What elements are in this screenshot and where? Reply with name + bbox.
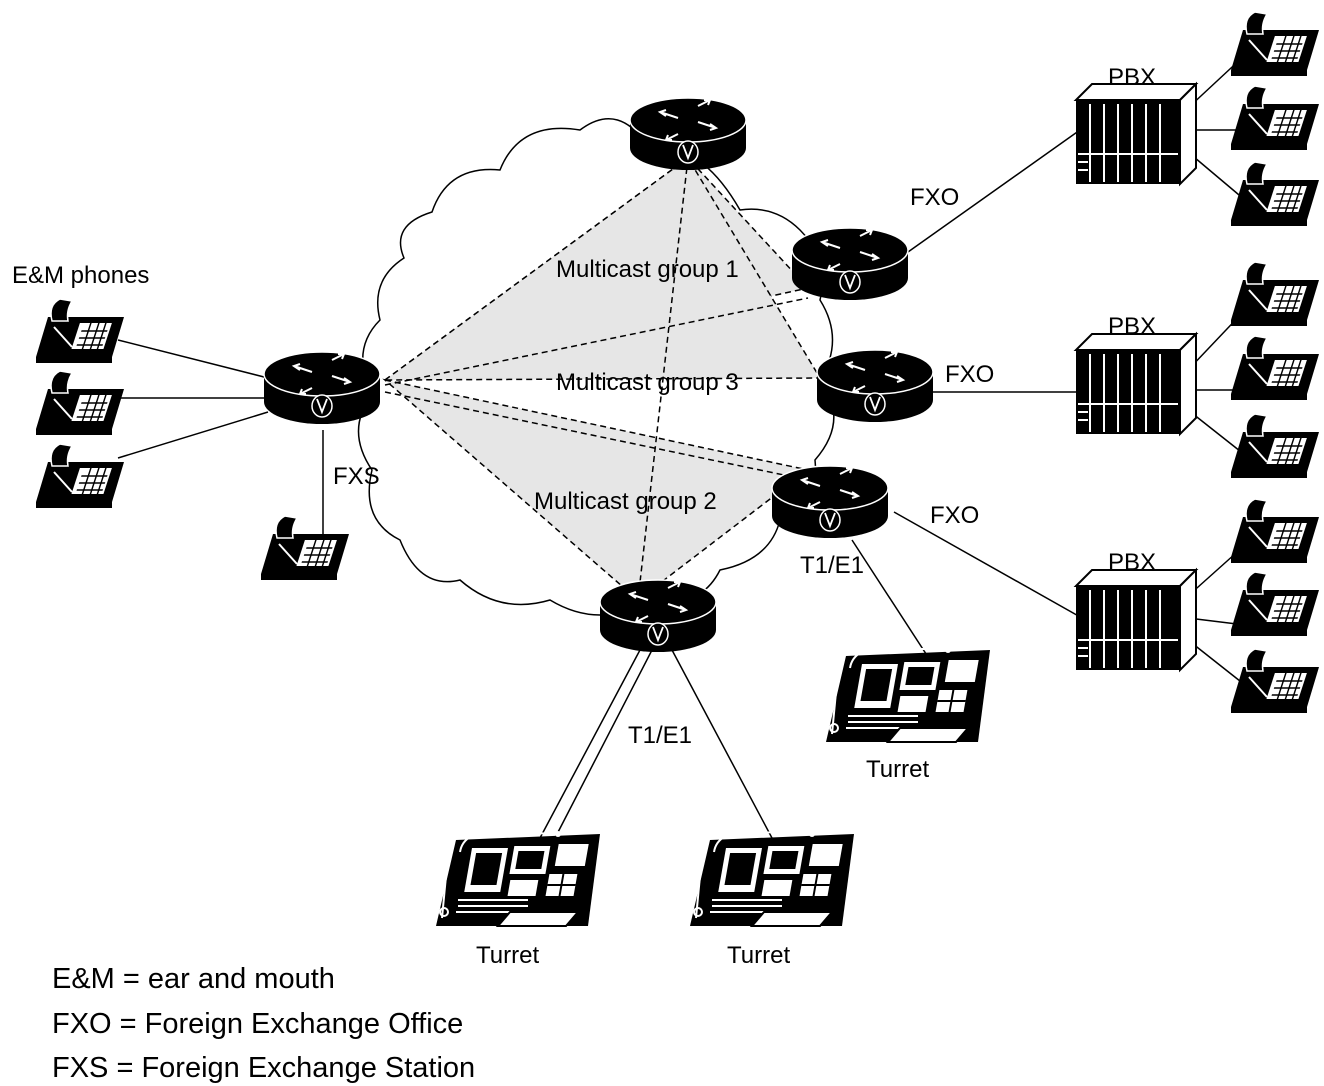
legend-fxs: FXS = Foreign Exchange Station <box>52 1052 475 1084</box>
turret-label: Turret <box>727 942 790 969</box>
pbx-icon <box>1075 333 1197 435</box>
telephone-icon <box>1230 648 1320 714</box>
fxo-label: FXO <box>930 502 979 529</box>
telephone-icon <box>35 370 125 436</box>
bottom-voice-router-icon <box>599 579 717 653</box>
turret-label: Turret <box>866 756 929 783</box>
em-phones-label: E&M phones <box>12 262 149 289</box>
turret-label: Turret <box>476 942 539 969</box>
telephone-icon <box>1230 571 1320 637</box>
multicast-group-region <box>382 156 822 381</box>
pbx-label: PBX <box>1108 549 1156 576</box>
legend-em: E&M = ear and mouth <box>52 963 335 995</box>
left-voice-router-icon <box>263 351 381 425</box>
fxo-label: FXO <box>910 184 959 211</box>
t1e1-label: T1/E1 <box>800 552 864 579</box>
trading-turret-icon <box>689 830 855 927</box>
legend: E&M = ear and mouth FXO = Foreign Exchan… <box>52 963 475 1084</box>
telephone-icon <box>1230 85 1320 151</box>
legend-fxo: FXO = Foreign Exchange Office <box>52 1008 463 1040</box>
trading-turret-icon <box>435 830 601 927</box>
multicast-group-region <box>382 378 810 601</box>
telephone-icon <box>1230 413 1320 479</box>
pbx-label: PBX <box>1108 64 1156 91</box>
right-bottom-voice-router-icon <box>771 465 889 539</box>
connection-lines <box>117 54 1246 839</box>
telephone-icon <box>1230 335 1320 401</box>
fxs-label: FXS <box>333 463 380 490</box>
telephone-icon <box>260 515 350 581</box>
multicast-group-label: Multicast group 2 <box>534 488 717 515</box>
trading-turret-icon <box>825 646 991 743</box>
right-top-voice-router-icon <box>791 227 909 301</box>
pbx-icon <box>1075 569 1197 671</box>
telephone-icon <box>1230 11 1320 77</box>
pbx-label: PBX <box>1108 313 1156 340</box>
fxo-label: FXO <box>945 361 994 388</box>
multicast-group-label: Multicast group 3 <box>556 369 739 396</box>
right-mid-voice-router-icon <box>816 349 934 423</box>
telephone-icon <box>35 298 125 364</box>
telephone-icon <box>1230 161 1320 227</box>
telephone-icon <box>1230 498 1320 564</box>
top-router-icon <box>629 97 747 171</box>
telephone-icon <box>35 443 125 509</box>
pbx-icon <box>1075 83 1197 185</box>
multicast-group-label: Multicast group 1 <box>556 256 739 283</box>
t1e1-label: T1/E1 <box>628 722 692 749</box>
telephone-icon <box>1230 261 1320 327</box>
